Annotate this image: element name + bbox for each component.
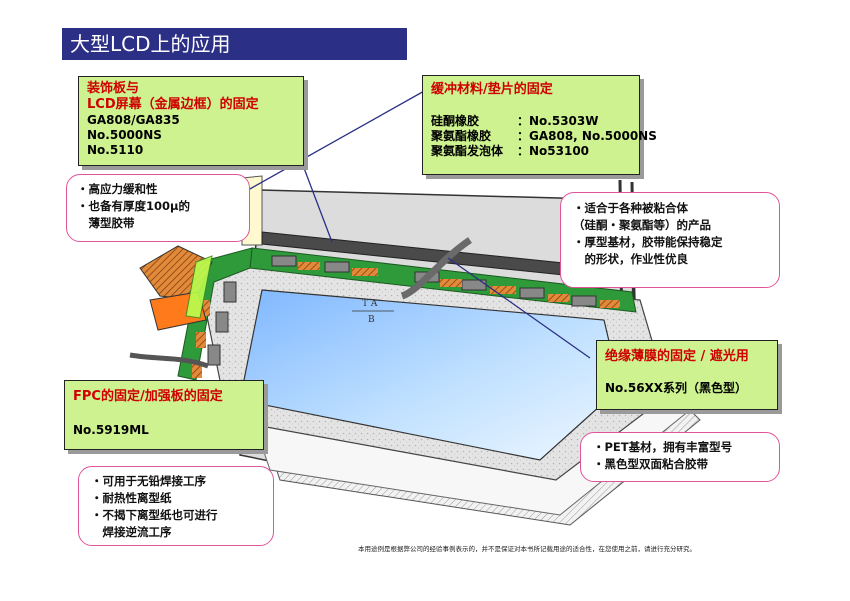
cushion-product-2: ：GA808, No.5000NS bbox=[517, 129, 657, 143]
callout-cushion-line-2: （硅酮・聚氨酯等）的产品 bbox=[573, 218, 711, 232]
page-title: 大型LCD上的应用 bbox=[62, 28, 407, 60]
callout-fpc: ・可用于无铅焊接工序 ・耐热性离型纸 ・不揭下离型纸也可进行 焊接逆流工序 bbox=[78, 466, 274, 546]
box-insulating-film: 绝缘薄膜的固定 / 遮光用 No.56XX系列（黑色型） bbox=[596, 340, 778, 410]
decor-heading-1: 装饰板与 bbox=[87, 81, 140, 96]
footer-disclaimer: 本用途例是根据弊公司的经验事例表示的，并不是保证对本书所记载用途的适合性，在您使… bbox=[358, 545, 696, 553]
callout-film-line-2: ・黑色型双面粘合胶带 bbox=[593, 457, 708, 471]
cushion-heading: 缓冲材料/垫片的固定 bbox=[431, 82, 553, 97]
cushion-product-3: ：No53100 bbox=[517, 144, 590, 158]
callout-fpc-line-1: ・可用于无铅焊接工序 bbox=[91, 474, 206, 488]
label-b: B bbox=[368, 315, 375, 325]
callout-decor-line-1: ・高应力缓和性 bbox=[77, 182, 158, 196]
cushion-material-2: 聚氨酯橡胶 bbox=[431, 129, 492, 143]
callout-decor: ・高应力缓和性 ・也备有厚度100μ的 薄型胶带 bbox=[66, 174, 250, 242]
callout-fpc-line-3: ・不揭下离型纸也可进行 bbox=[91, 508, 218, 522]
decor-product-2: No.5000NS bbox=[87, 128, 162, 142]
cushion-material-1: 硅酮橡胶 bbox=[431, 114, 480, 128]
box-cushion: 缓冲材料/垫片的固定 硅酮橡胶 ：No.5303W 聚氨酯橡胶 ：GA808, No… bbox=[422, 75, 657, 175]
flex-cable bbox=[400, 237, 472, 300]
box-decor-panel: 装饰板与 LCD屏幕（金属边框）的固定 GA808/GA835 No.5000N… bbox=[78, 76, 304, 166]
film-heading: 绝缘薄膜的固定 / 遮光用 bbox=[605, 349, 749, 364]
decor-product-3: No.5110 bbox=[87, 143, 144, 157]
callout-fpc-line-4: 焊接逆流工序 bbox=[91, 525, 172, 539]
cushion-product-1: ：No.5303W bbox=[517, 114, 599, 128]
callout-cushion-line-4: 的形状，作业性优良 bbox=[573, 252, 688, 266]
callout-film-line-1: ・PET基材，拥有丰富型号 bbox=[593, 440, 733, 454]
cushion-row-1: 硅酮橡胶 ：No.5303W bbox=[431, 114, 631, 129]
callout-film: ・PET基材，拥有丰富型号 ・黑色型双面粘合胶带 bbox=[580, 432, 780, 482]
callout-fpc-line-2: ・耐热性离型纸 bbox=[91, 491, 172, 505]
box-fpc: FPC的固定/加强板的固定 No.5919ML bbox=[64, 380, 264, 450]
cushion-row-2: 聚氨酯橡胶 ：GA808, No.5000NS bbox=[431, 129, 657, 144]
label-ta: T A bbox=[362, 299, 378, 309]
callout-decor-line-2: ・也备有厚度100μ的 bbox=[77, 199, 190, 213]
callout-cushion-line-1: ・适合于各种被粘合体 bbox=[573, 201, 688, 215]
decor-heading-2: LCD屏幕（金属边框）的固定 bbox=[87, 97, 259, 112]
callout-cushion-line-3: ・厚型基材，胶带能保持稳定 bbox=[573, 235, 723, 249]
cushion-row-3: 聚氨酯发泡体 ：No53100 bbox=[431, 144, 631, 159]
fpc-product: No.5919ML bbox=[73, 423, 149, 437]
callout-decor-line-3: 薄型胶带 bbox=[77, 216, 135, 230]
fpc-connector bbox=[129, 245, 213, 369]
callout-cushion: ・适合于各种被粘合体 （硅酮・聚氨酯等）的产品 ・厚型基材，胶带能保持稳定 的形… bbox=[560, 192, 780, 288]
film-product: No.56XX系列（黑色型） bbox=[605, 381, 748, 395]
fpc-heading: FPC的固定/加强板的固定 bbox=[73, 389, 223, 404]
decor-product-1: GA808/GA835 bbox=[87, 113, 180, 127]
cushion-material-3: 聚氨酯发泡体 bbox=[431, 144, 504, 158]
